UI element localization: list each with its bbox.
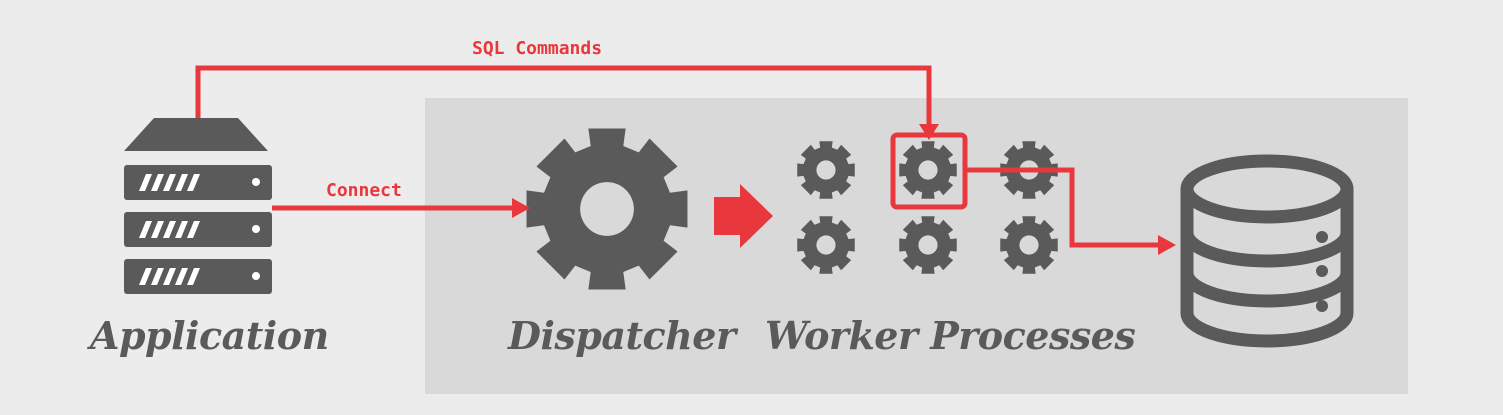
worker-gear-icon: [899, 141, 957, 199]
dispatcher-label: Dispatcher: [508, 313, 736, 358]
application-label: Application: [90, 313, 329, 358]
edge-dispatcher-to-workers-arrow: [714, 184, 773, 248]
worker-processes-label: Worker Processes: [765, 313, 1136, 358]
edge-label-connect: Connect: [326, 180, 402, 201]
dispatcher-gear-icon: [526, 128, 688, 290]
server-rack-icon: [124, 118, 272, 294]
worker-gear-icon: [1000, 216, 1058, 274]
edge-sql-commands: [195, 65, 939, 140]
database-icon: [1180, 154, 1354, 348]
database-indicator-dots: [1316, 231, 1328, 312]
worker-gear-icon: [797, 141, 855, 199]
edge-worker-to-database: [965, 167, 1176, 255]
edge-connect: [272, 198, 530, 218]
worker-gear-icon: [797, 216, 855, 274]
edge-label-sql-commands: SQL Commands: [472, 38, 603, 59]
worker-gear-icon: [899, 216, 957, 274]
